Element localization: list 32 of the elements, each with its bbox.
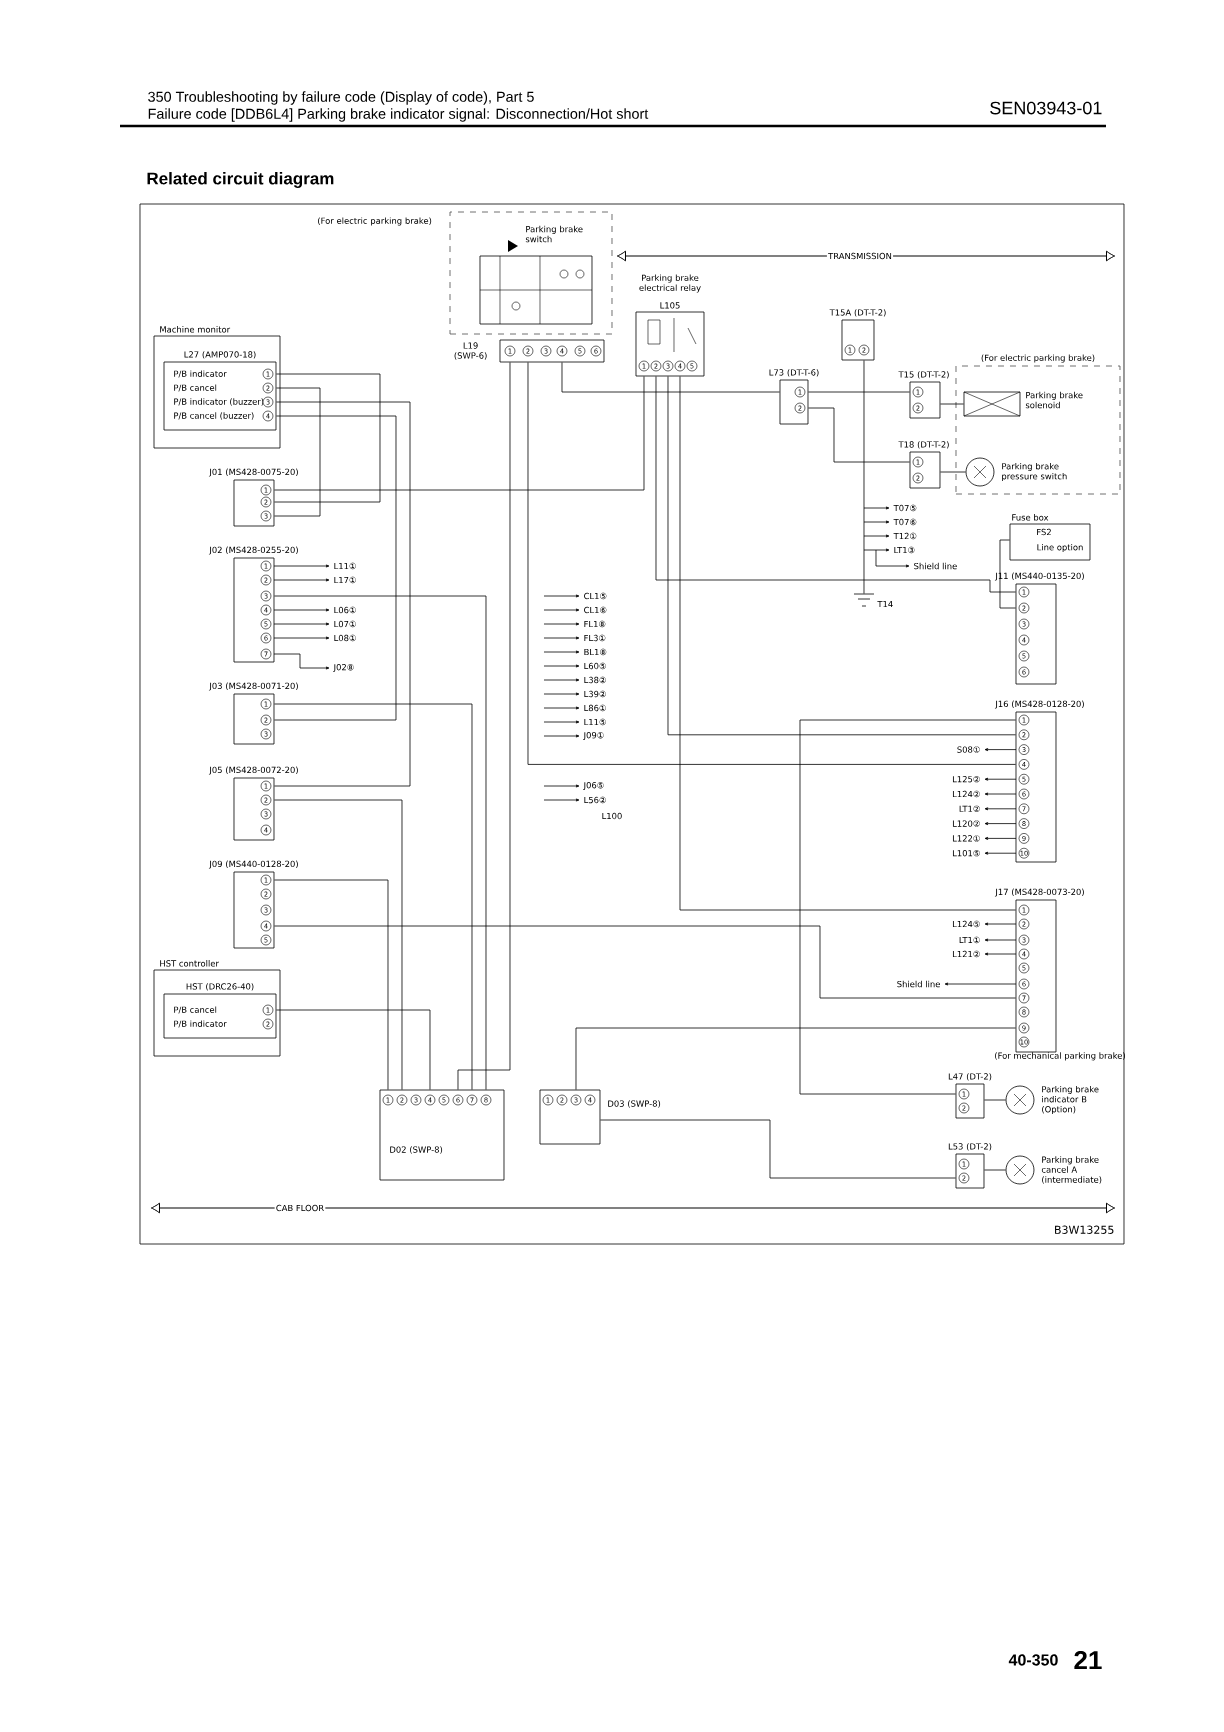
wire xyxy=(808,407,910,463)
wire xyxy=(575,1027,1016,1090)
section-title: Related circuit diagram xyxy=(147,172,334,188)
wire xyxy=(999,539,1016,609)
wire xyxy=(561,362,780,393)
wire xyxy=(274,799,403,1090)
page-number: 21 xyxy=(1074,1650,1102,1670)
wire xyxy=(667,376,1016,736)
wire xyxy=(863,360,865,594)
wire xyxy=(984,1169,1006,1171)
wire xyxy=(600,1119,956,1179)
wire xyxy=(274,879,389,1090)
wire xyxy=(457,362,511,1090)
wire xyxy=(274,595,487,1090)
wire xyxy=(799,719,1016,1095)
wire xyxy=(527,362,1016,765)
wire xyxy=(274,415,397,721)
wire xyxy=(940,403,964,405)
wire xyxy=(274,401,411,787)
wire xyxy=(655,376,1016,593)
wire xyxy=(274,387,321,517)
wire xyxy=(808,391,910,393)
wire xyxy=(274,376,645,491)
wire xyxy=(274,373,381,503)
wire xyxy=(274,925,1016,999)
document-number: SEN03943-01 xyxy=(990,101,1102,115)
wire xyxy=(274,703,473,1090)
page-number: 40-350 xyxy=(1008,1654,1058,1666)
wire xyxy=(679,376,1016,911)
wire xyxy=(984,1099,1006,1101)
wire xyxy=(276,1009,431,1090)
wire xyxy=(940,471,966,473)
